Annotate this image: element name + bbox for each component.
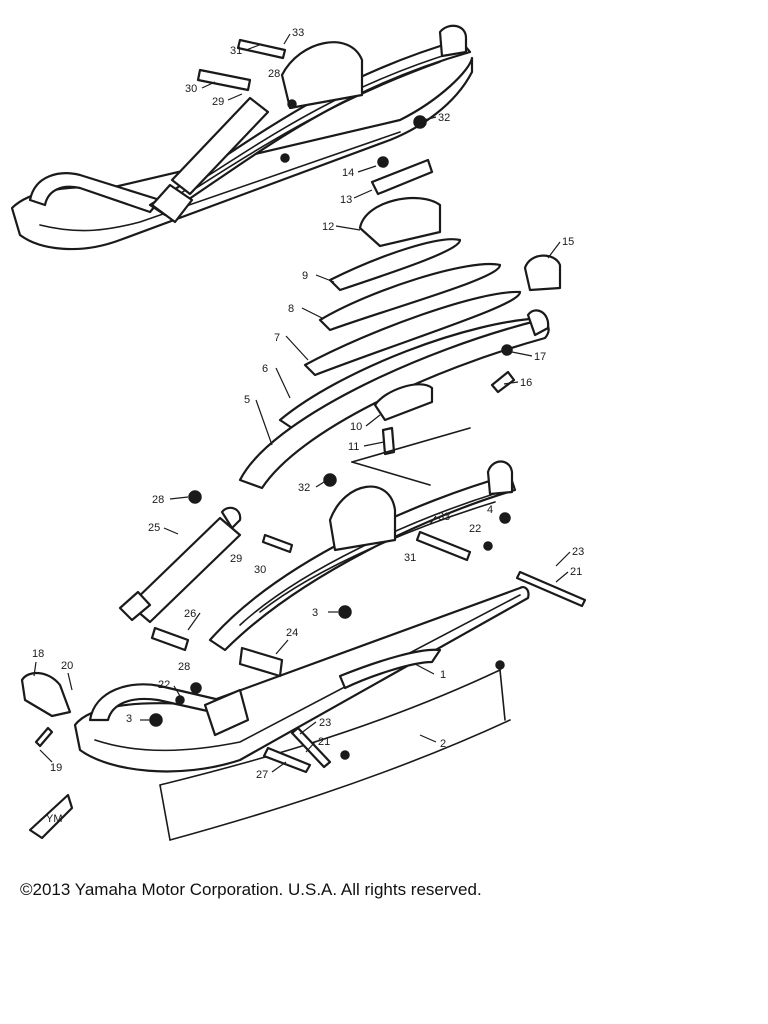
callout-28-top: 28 (268, 68, 280, 80)
callout-15: 15 (562, 236, 574, 248)
bottom-front-bracket (486, 460, 514, 496)
ym-mark-label: YM (46, 813, 63, 825)
ski-rail-1 (338, 648, 442, 690)
callout-1: 1 (440, 669, 446, 681)
callout-29-top: 29 (212, 96, 224, 108)
callout-9: 9 (302, 270, 308, 282)
callout-5: 5 (244, 394, 250, 406)
callout-7: 7 (274, 332, 280, 344)
callout-6: 6 (262, 363, 268, 375)
bottom-ski-body (73, 586, 530, 773)
callout-20: 20 (61, 660, 73, 672)
callout-13: 13 (340, 194, 352, 206)
leader-lines (33, 33, 571, 773)
ski-assembly-diagram: YM 33 31 28 30 29 32 14 13 12 15 9 8 7 1… (10, 24, 587, 841)
callout-23-right: 23 (572, 546, 584, 558)
ski-tip-18 (20, 672, 72, 718)
callout-32-top: 32 (438, 112, 450, 124)
callout-33-mid: 33 (438, 511, 450, 523)
spring-plate-13 (370, 158, 434, 196)
callout-12: 12 (322, 221, 334, 233)
callout-31-mid: 31 (404, 552, 416, 564)
callout-29-mid: 29 (230, 553, 242, 565)
ym-mark (28, 793, 74, 840)
callout-28-mid: 28 (152, 494, 164, 506)
bottom-ski-assembly: YM (20, 460, 587, 841)
callout-26: 26 (184, 608, 196, 620)
top-ski-assembly (10, 24, 474, 251)
callout-22-low: 22 (158, 679, 170, 691)
callout-30-top: 30 (185, 83, 197, 95)
exploded-spring-parts (238, 156, 562, 490)
callout-16: 16 (520, 377, 532, 389)
callout-10: 10 (350, 421, 362, 433)
callout-2: 2 (440, 738, 446, 750)
callout-3-low: 3 (126, 713, 132, 725)
callout-17: 17 (534, 351, 546, 363)
top-shock-absorber (170, 96, 270, 196)
callout-14: 14 (342, 167, 354, 179)
spring-plate-10 (373, 383, 434, 422)
callout-labels: 33 31 28 30 29 32 14 13 12 15 9 8 7 17 6… (32, 27, 584, 781)
top-front-bracket (438, 24, 468, 58)
callout-11: 11 (348, 441, 359, 453)
callout-21-right: 21 (570, 566, 582, 578)
copyright-notice: ©2013 Yamaha Motor Corporation. U.S.A. A… (20, 880, 482, 899)
callout-21-low: 21 (318, 736, 330, 748)
callout-32-mid: 32 (298, 482, 310, 494)
leaf-7 (303, 290, 522, 377)
callout-8: 8 (288, 303, 294, 315)
front-hanger-15 (523, 254, 562, 292)
spring-clamp-12 (358, 197, 442, 248)
callout-30-mid: 30 (254, 564, 266, 576)
bracket-24 (238, 646, 284, 678)
callout-27: 27 (256, 769, 268, 781)
spacer-26 (150, 626, 190, 652)
callout-22-mid: 22 (469, 523, 481, 535)
top-saddle (280, 41, 364, 110)
callout-18: 18 (32, 648, 44, 660)
bottom-leaf-spring (208, 473, 517, 652)
callout-33-top: 33 (292, 27, 304, 39)
callout-3-mid: 3 (312, 607, 318, 619)
shock-absorber-25 (128, 516, 242, 624)
callout-19: 19 (50, 762, 62, 774)
callout-4: 4 (487, 504, 493, 516)
callout-23-low: 23 (319, 717, 331, 729)
callout-24: 24 (286, 627, 298, 639)
bottom-saddle (328, 485, 397, 552)
leaf-9 (328, 238, 462, 292)
callout-31-top: 31 (230, 45, 242, 57)
callout-25: 25 (148, 522, 160, 534)
callout-28-low: 28 (178, 661, 190, 673)
leaf-8 (318, 262, 502, 332)
